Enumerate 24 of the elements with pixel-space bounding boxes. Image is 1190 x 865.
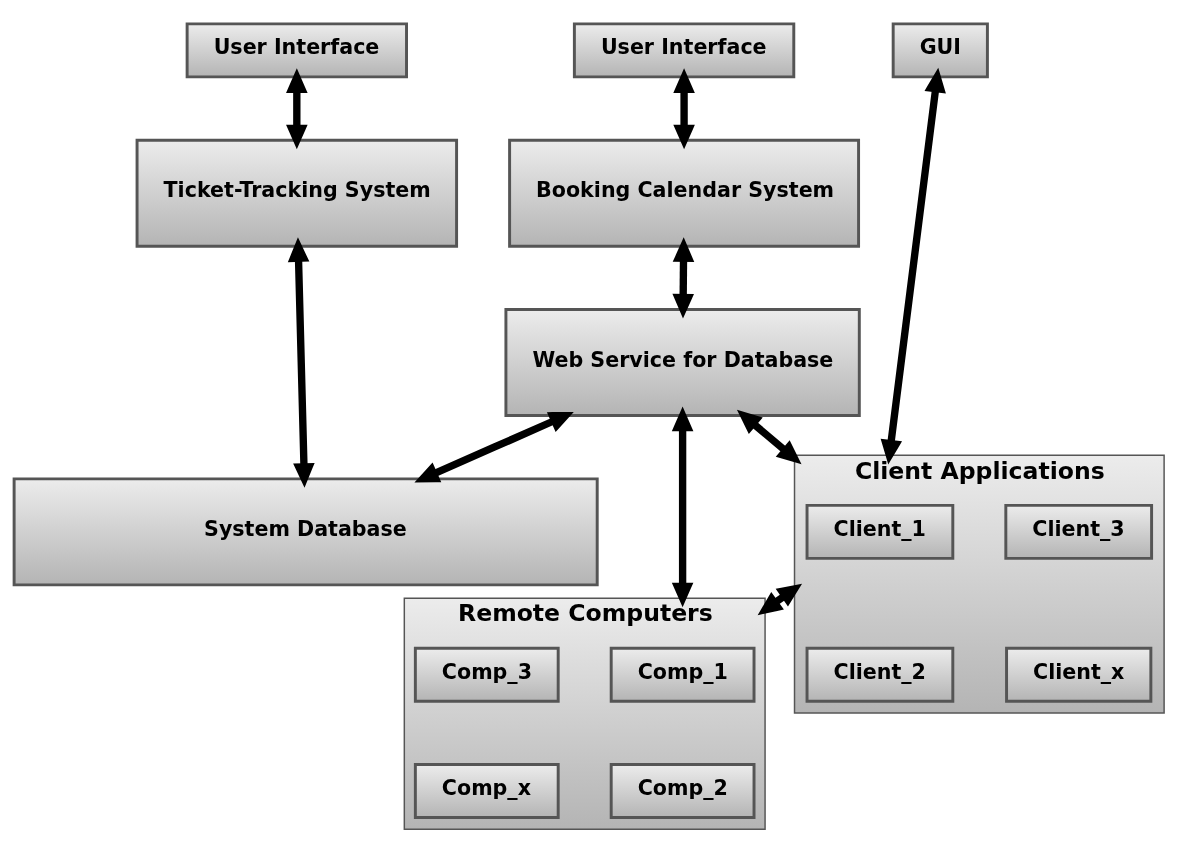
- node-box: Client_1: [805, 503, 955, 560]
- node-box: Web Service for Database: [504, 308, 861, 418]
- node-box: GUI: [891, 22, 989, 79]
- node-box: Ticket-Tracking System: [135, 138, 459, 248]
- node-box: User Interface: [572, 22, 796, 79]
- arrow: [671, 406, 694, 608]
- node-box: Booking Calendar System: [508, 138, 861, 248]
- node-box: Client_x: [1005, 646, 1153, 703]
- arrow: [880, 67, 946, 465]
- node-box: Comp_x: [413, 763, 560, 819]
- arrow: [672, 237, 695, 319]
- arrow: [414, 412, 574, 483]
- arrow: [757, 583, 803, 616]
- node-box: Client_2: [805, 646, 955, 703]
- node-box: Client_3: [1004, 503, 1154, 560]
- node-box: User Interface: [185, 22, 408, 79]
- arrow: [287, 237, 315, 488]
- arrow: [286, 68, 308, 150]
- arrow: [673, 68, 695, 150]
- arrow: [736, 409, 802, 465]
- node-box: Comp_1: [609, 646, 756, 703]
- node-box: Comp_3: [413, 646, 560, 703]
- node-box: System Database: [12, 477, 599, 587]
- node-box: Comp_2: [609, 763, 756, 819]
